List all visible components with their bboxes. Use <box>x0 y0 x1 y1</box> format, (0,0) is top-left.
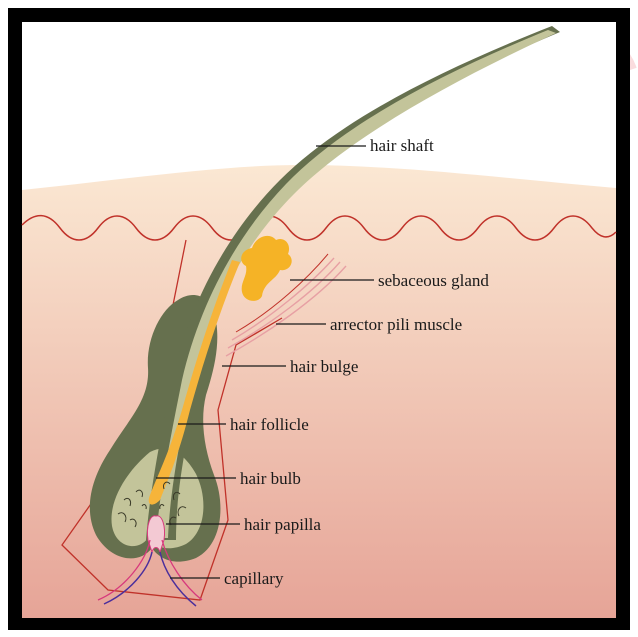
label-capillary: capillary <box>224 569 284 588</box>
label-hair-bulb: hair bulb <box>240 469 301 488</box>
label-hair-bulge: hair bulge <box>290 357 358 376</box>
label-hair-follicle: hair follicle <box>230 415 309 434</box>
label-arrector-pili-muscle: arrector pili muscle <box>330 315 462 334</box>
label-hair-shaft: hair shaft <box>370 136 434 155</box>
label-sebaceous-gland: sebaceous gland <box>378 271 489 290</box>
hair-papilla <box>147 516 164 552</box>
label-hair-papilla: hair papilla <box>244 515 321 534</box>
